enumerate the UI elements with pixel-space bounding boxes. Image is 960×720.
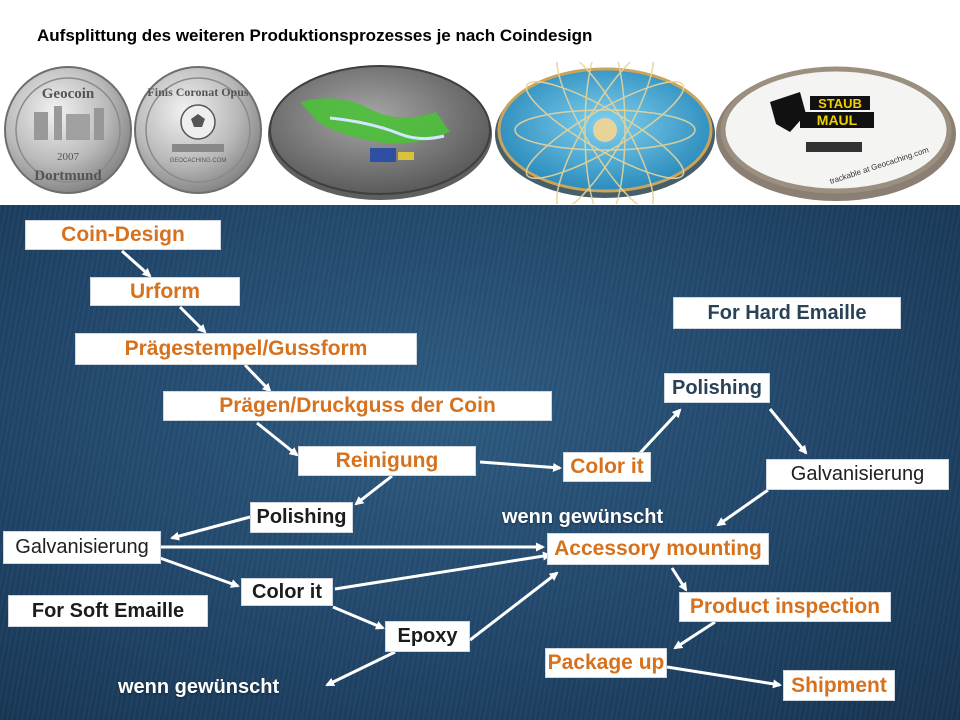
node-color-it-left: Color it <box>241 578 333 606</box>
arrow <box>666 665 782 689</box>
label-soft-emaille: For Soft Emaille <box>8 595 208 627</box>
arrow <box>673 620 716 650</box>
arrow <box>479 460 562 472</box>
arrow <box>243 363 272 393</box>
arrow <box>170 515 251 541</box>
coin-blue-pattern <box>495 62 715 204</box>
arrow <box>121 249 152 278</box>
label-wenn-gewuenscht-left: wenn gewünscht <box>118 676 280 698</box>
node-color-it-right: Color it <box>563 452 651 482</box>
coin-text: GEOCACHING.COM <box>170 158 227 164</box>
coin-text: MAUL <box>817 112 858 128</box>
arrow <box>768 408 808 455</box>
coin-finis-coronat-opus: Finis Coronat Opus GEOCACHING.COM <box>134 66 262 194</box>
coin-text: Geocoin <box>42 86 95 102</box>
arrow <box>670 567 688 592</box>
arrow <box>469 571 559 642</box>
node-praegen: Prägen/Druckguss der Coin <box>163 391 552 421</box>
node-product-inspection: Product inspection <box>679 592 891 622</box>
page-title: Aufsplittung des weiteren Produktionspro… <box>37 26 593 45</box>
node-shipment: Shipment <box>783 670 895 701</box>
arrow <box>178 305 207 334</box>
node-accessory-mounting: Accessory mounting <box>547 533 769 565</box>
node-polishing-left: Polishing <box>250 502 353 533</box>
coin-photo-strip: Geocoin 2007 Dortmund Finis Coronat Opus… <box>4 62 956 204</box>
label-hard-emaille: For Hard Emaille <box>673 297 901 329</box>
arrow <box>638 408 682 455</box>
arrow <box>332 605 385 630</box>
arrow <box>256 421 299 457</box>
node-package-up: Package up <box>545 648 667 678</box>
arrow <box>159 556 240 588</box>
node-galvanisierung-left: Galvanisierung <box>3 531 161 564</box>
arrow <box>334 551 552 591</box>
coin-text: 2007 <box>57 151 80 163</box>
node-praegestempel: Prägestempel/Gussform <box>75 333 417 365</box>
label-wenn-gewuenscht-right: wenn gewünscht <box>502 506 664 528</box>
arrow <box>354 474 393 506</box>
node-polishing-right: Polishing <box>664 373 770 403</box>
node-epoxy: Epoxy <box>385 621 470 652</box>
coin-text: STAUB <box>818 96 862 111</box>
node-urform: Urform <box>90 277 240 306</box>
arrow <box>325 650 396 687</box>
coin-text: Finis Coronat Opus <box>147 85 248 99</box>
process-flow-diagram: Coin-Design Urform Prägestempel/Gussform… <box>0 205 960 720</box>
node-galvanisierung-right: Galvanisierung <box>766 459 949 490</box>
arrow <box>716 488 769 527</box>
coin-enamel-map <box>268 65 492 200</box>
coin-geocoin-dortmund: Geocoin 2007 Dortmund <box>4 66 132 194</box>
coin-text: Dortmund <box>34 168 102 184</box>
node-coin-design: Coin-Design <box>25 220 221 250</box>
node-reinigung: Reinigung <box>298 446 476 476</box>
coin-staubmaul: STAUB MAUL trackable at Geocaching.com <box>716 66 956 201</box>
flow-arrows <box>121 249 808 689</box>
